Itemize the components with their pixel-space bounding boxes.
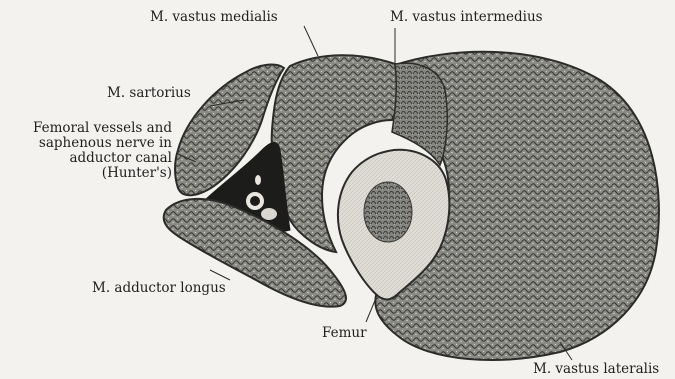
femur-marrow [364,182,412,242]
label-femoral-vessels-line-2: saphenous nerve in [0,136,172,151]
label-femoral-vessels-line-4: (Hunter's) [0,166,172,181]
label-femoral-vessels-line-1: Femoral vessels and [0,121,172,136]
label-femur: Femur [322,326,367,341]
saphenous-nerve [255,175,261,185]
label-adductor-longus: M. adductor longus [92,281,226,296]
label-vastus-lateralis: M. vastus lateralis [533,362,659,377]
label-femoral-vessels-line-3: adductor canal [0,151,172,166]
femoral-artery-lumen [250,196,260,206]
label-vastus-intermedius: M. vastus intermedius [390,10,543,25]
femoral-vein [260,207,278,221]
label-sartorius: M. sartorius [107,86,191,101]
label-vastus-medialis: M. vastus medialis [150,10,278,25]
label-femoral-vessels: Femoral vessels and saphenous nerve in a… [0,121,172,181]
